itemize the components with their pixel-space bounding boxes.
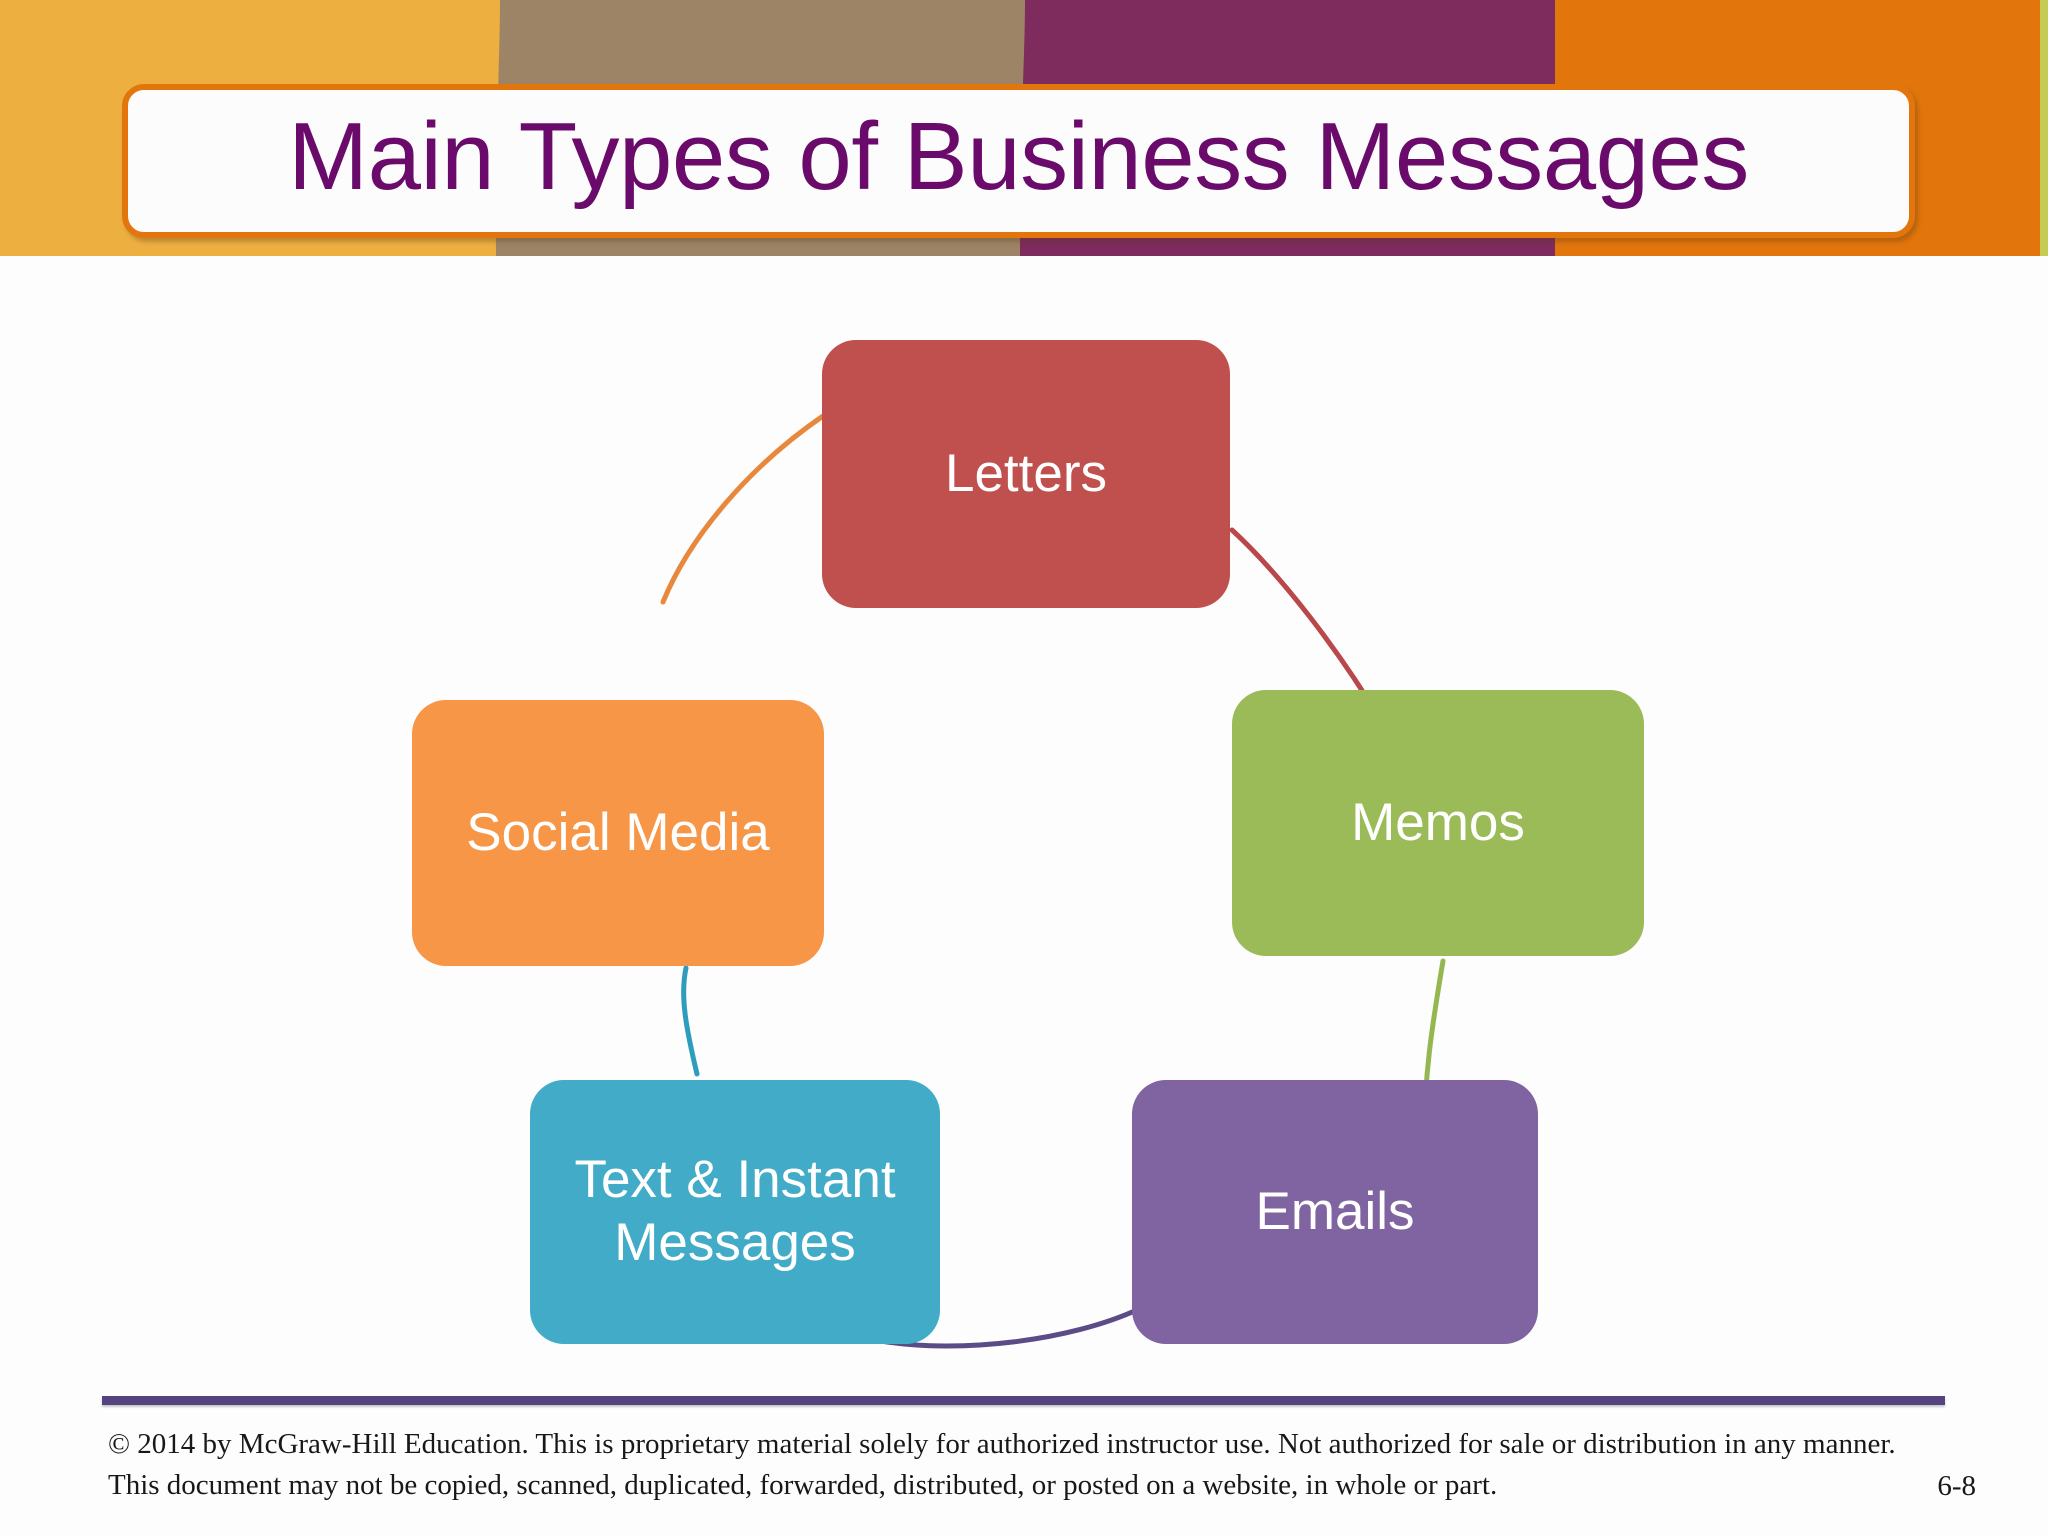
node-memos-label: Memos bbox=[1351, 792, 1525, 852]
band-edge-green bbox=[2040, 0, 2048, 256]
connector-text-to-social bbox=[681, 965, 700, 1077]
page-number: 6-8 bbox=[1937, 1470, 1976, 1502]
node-social-media[interactable]: Social Media bbox=[412, 700, 824, 966]
slide-title-box: Main Types of Business Messages bbox=[122, 84, 1915, 238]
footer-divider bbox=[102, 1396, 1945, 1405]
cycle-diagram: Letters Memos Emails Text & Instant Mess… bbox=[0, 256, 2048, 1366]
footer-copyright-line-1: © 2014 by McGraw-Hill Education. This is… bbox=[108, 1428, 1896, 1460]
node-text-instant-messages[interactable]: Text & Instant Messages bbox=[530, 1080, 940, 1344]
node-emails[interactable]: Emails bbox=[1132, 1080, 1538, 1344]
node-letters[interactable]: Letters bbox=[822, 340, 1230, 608]
node-text-instant-messages-label: Text & Instant Messages bbox=[574, 1150, 896, 1272]
footer-copyright: © 2014 by McGraw-Hill Education. This is… bbox=[108, 1424, 1898, 1506]
page-title: Main Types of Business Messages bbox=[288, 103, 1749, 210]
connector-social-to-letters bbox=[660, 413, 826, 605]
node-memos[interactable]: Memos bbox=[1232, 690, 1644, 956]
node-social-media-label: Social Media bbox=[466, 802, 770, 862]
node-letters-label: Letters bbox=[944, 443, 1108, 503]
node-emails-label: Emails bbox=[1255, 1181, 1415, 1241]
connector-emails-to-text bbox=[878, 1306, 1142, 1349]
footer-copyright-line-2: This document may not be copied, scanned… bbox=[108, 1469, 1498, 1502]
